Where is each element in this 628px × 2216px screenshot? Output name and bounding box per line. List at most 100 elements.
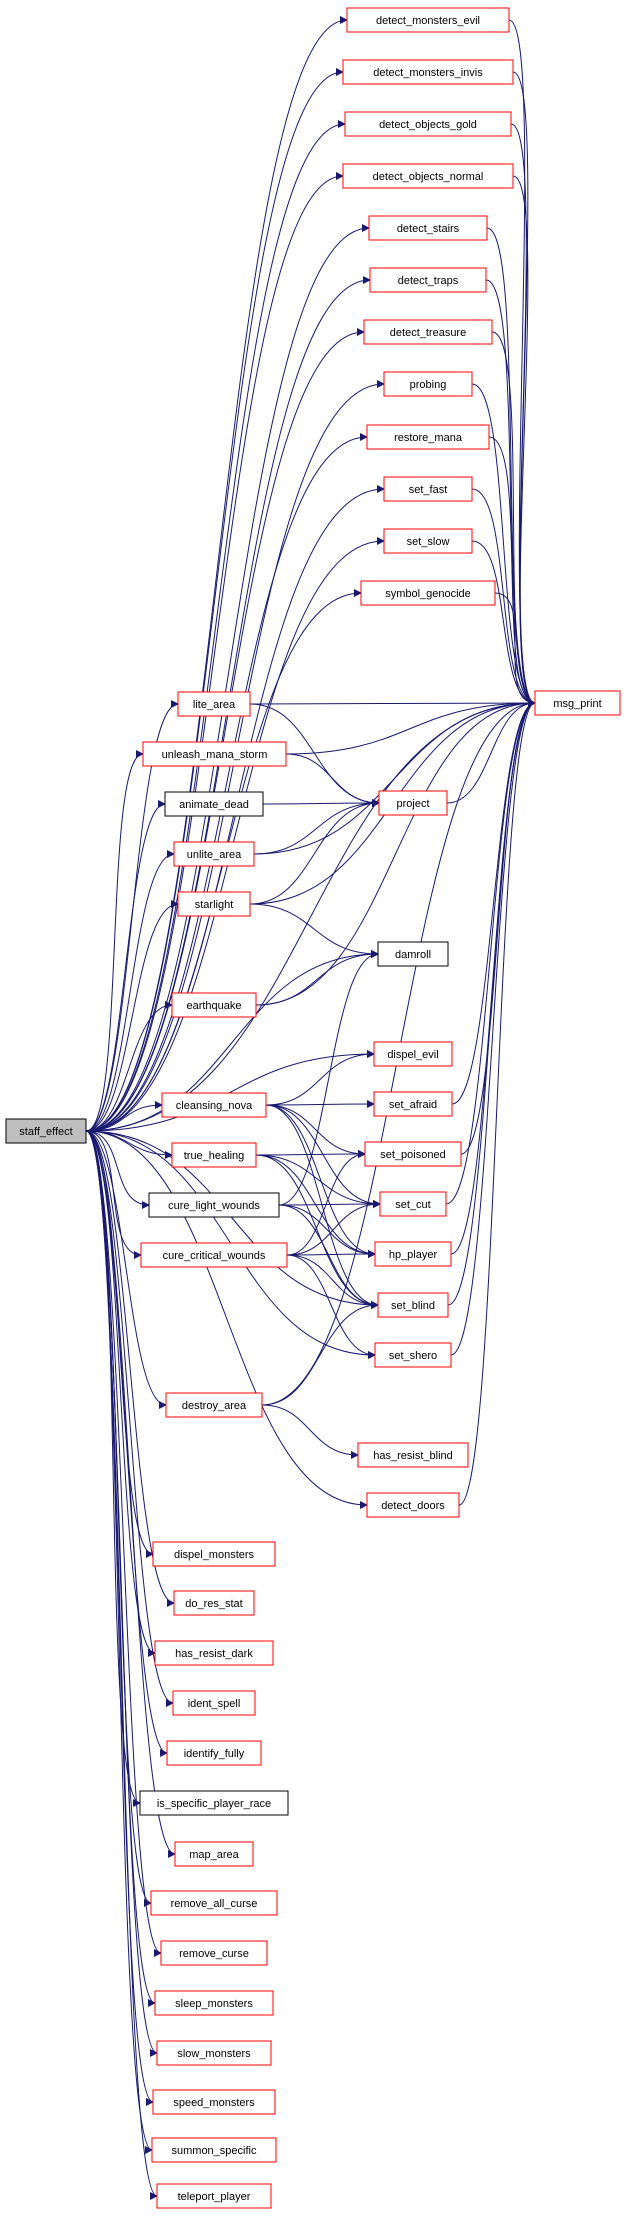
node-box-unlite_area[interactable] [173, 841, 255, 867]
node-restore_mana[interactable]: restore_mana [366, 424, 490, 450]
node-box-set_shero[interactable] [374, 1342, 452, 1368]
node-detect_objects_normal[interactable]: detect_objects_normal [342, 163, 514, 189]
node-box-staff_effect[interactable] [5, 1118, 87, 1144]
node-box-symbol_genocide[interactable] [360, 580, 496, 606]
node-destroy_area[interactable]: destroy_area [165, 1392, 263, 1418]
node-box-detect_monsters_evil[interactable] [346, 7, 510, 33]
node-detect_monsters_evil[interactable]: detect_monsters_evil [346, 7, 510, 33]
node-box-cleansing_nova[interactable] [161, 1092, 267, 1118]
node-detect_treasure[interactable]: detect_treasure [363, 319, 493, 345]
node-box-detect_treasure[interactable] [363, 319, 493, 345]
node-dispel_evil[interactable]: dispel_evil [373, 1041, 453, 1067]
node-remove_all_curse[interactable]: remove_all_curse [150, 1890, 278, 1916]
node-teleport_player[interactable]: teleport_player [156, 2183, 272, 2209]
node-staff_effect[interactable]: staff_effect [5, 1118, 87, 1144]
node-cleansing_nova[interactable]: cleansing_nova [161, 1092, 267, 1118]
node-box-destroy_area[interactable] [165, 1392, 263, 1418]
node-box-remove_all_curse[interactable] [150, 1890, 278, 1916]
node-earthquake[interactable]: earthquake [171, 992, 257, 1018]
node-box-slow_monsters[interactable] [156, 2040, 272, 2066]
node-detect_monsters_invis[interactable]: detect_monsters_invis [342, 59, 514, 85]
node-box-set_fast[interactable] [383, 476, 473, 502]
node-is_specific_player_race[interactable]: is_specific_player_race [139, 1790, 289, 1816]
node-animate_dead[interactable]: animate_dead [164, 791, 264, 817]
node-unlite_area[interactable]: unlite_area [173, 841, 255, 867]
node-detect_objects_gold[interactable]: detect_objects_gold [344, 111, 512, 137]
node-box-speed_monsters[interactable] [152, 2089, 276, 2115]
node-box-true_healing[interactable] [171, 1142, 257, 1168]
node-box-hp_player[interactable] [374, 1241, 452, 1267]
node-box-ident_spell[interactable] [172, 1690, 256, 1716]
node-box-set_slow[interactable] [383, 528, 473, 554]
node-box-sleep_monsters[interactable] [154, 1990, 274, 2016]
node-box-probing[interactable] [383, 371, 473, 397]
node-box-damroll[interactable] [377, 941, 449, 967]
node-set_fast[interactable]: set_fast [383, 476, 473, 502]
node-box-do_res_stat[interactable] [173, 1590, 255, 1616]
node-remove_curse[interactable]: remove_curse [160, 1940, 268, 1966]
node-slow_monsters[interactable]: slow_monsters [156, 2040, 272, 2066]
node-summon_specific[interactable]: summon_specific [151, 2137, 277, 2163]
node-box-summon_specific[interactable] [151, 2137, 277, 2163]
node-set_blind[interactable]: set_blind [377, 1292, 449, 1318]
node-box-restore_mana[interactable] [366, 424, 490, 450]
node-box-earthquake[interactable] [171, 992, 257, 1018]
node-set_poisoned[interactable]: set_poisoned [364, 1141, 462, 1167]
node-detect_stairs[interactable]: detect_stairs [368, 215, 488, 241]
node-box-detect_traps[interactable] [369, 267, 487, 293]
node-box-map_area[interactable] [174, 1841, 254, 1867]
node-set_cut[interactable]: set_cut [379, 1191, 447, 1217]
node-speed_monsters[interactable]: speed_monsters [152, 2089, 276, 2115]
node-box-starlight[interactable] [177, 891, 251, 917]
node-box-detect_stairs[interactable] [368, 215, 488, 241]
node-box-lite_area[interactable] [177, 691, 251, 717]
node-probing[interactable]: probing [383, 371, 473, 397]
node-box-has_resist_dark[interactable] [154, 1640, 274, 1666]
node-box-remove_curse[interactable] [160, 1940, 268, 1966]
node-project[interactable]: project [378, 790, 448, 816]
node-box-cure_light_wounds[interactable] [148, 1192, 280, 1218]
node-box-is_specific_player_race[interactable] [139, 1790, 289, 1816]
node-box-cure_critical_wounds[interactable] [140, 1242, 288, 1268]
node-box-detect_doors[interactable] [366, 1492, 460, 1518]
node-box-unleash_mana_storm[interactable] [142, 741, 287, 767]
node-box-set_cut[interactable] [379, 1191, 447, 1217]
node-ident_spell[interactable]: ident_spell [172, 1690, 256, 1716]
node-true_healing[interactable]: true_healing [171, 1142, 257, 1168]
node-symbol_genocide[interactable]: symbol_genocide [360, 580, 496, 606]
node-box-msg_print[interactable] [534, 690, 621, 716]
node-has_resist_blind[interactable]: has_resist_blind [357, 1442, 469, 1468]
node-box-detect_objects_gold[interactable] [344, 111, 512, 137]
node-cure_light_wounds[interactable]: cure_light_wounds [148, 1192, 280, 1218]
node-lite_area[interactable]: lite_area [177, 691, 251, 717]
node-hp_player[interactable]: hp_player [374, 1241, 452, 1267]
node-do_res_stat[interactable]: do_res_stat [173, 1590, 255, 1616]
node-box-dispel_evil[interactable] [373, 1041, 453, 1067]
node-box-has_resist_blind[interactable] [357, 1442, 469, 1468]
node-set_shero[interactable]: set_shero [374, 1342, 452, 1368]
node-cure_critical_wounds[interactable]: cure_critical_wounds [140, 1242, 288, 1268]
node-box-dispel_monsters[interactable] [152, 1541, 276, 1567]
node-box-set_poisoned[interactable] [364, 1141, 462, 1167]
node-box-set_blind[interactable] [377, 1292, 449, 1318]
node-dispel_monsters[interactable]: dispel_monsters [152, 1541, 276, 1567]
node-starlight[interactable]: starlight [177, 891, 251, 917]
node-set_afraid[interactable]: set_afraid [373, 1091, 453, 1117]
node-box-detect_objects_normal[interactable] [342, 163, 514, 189]
node-has_resist_dark[interactable]: has_resist_dark [154, 1640, 274, 1666]
node-box-set_afraid[interactable] [373, 1091, 453, 1117]
node-unleash_mana_storm[interactable]: unleash_mana_storm [142, 741, 287, 767]
node-msg_print[interactable]: msg_print [534, 690, 621, 716]
node-box-project[interactable] [378, 790, 448, 816]
node-detect_doors[interactable]: detect_doors [366, 1492, 460, 1518]
node-box-teleport_player[interactable] [156, 2183, 272, 2209]
node-identify_fully[interactable]: identify_fully [166, 1740, 262, 1766]
node-box-detect_monsters_invis[interactable] [342, 59, 514, 85]
node-box-identify_fully[interactable] [166, 1740, 262, 1766]
node-sleep_monsters[interactable]: sleep_monsters [154, 1990, 274, 2016]
node-set_slow[interactable]: set_slow [383, 528, 473, 554]
node-damroll[interactable]: damroll [377, 941, 449, 967]
node-map_area[interactable]: map_area [174, 1841, 254, 1867]
node-box-animate_dead[interactable] [164, 791, 264, 817]
node-detect_traps[interactable]: detect_traps [369, 267, 487, 293]
